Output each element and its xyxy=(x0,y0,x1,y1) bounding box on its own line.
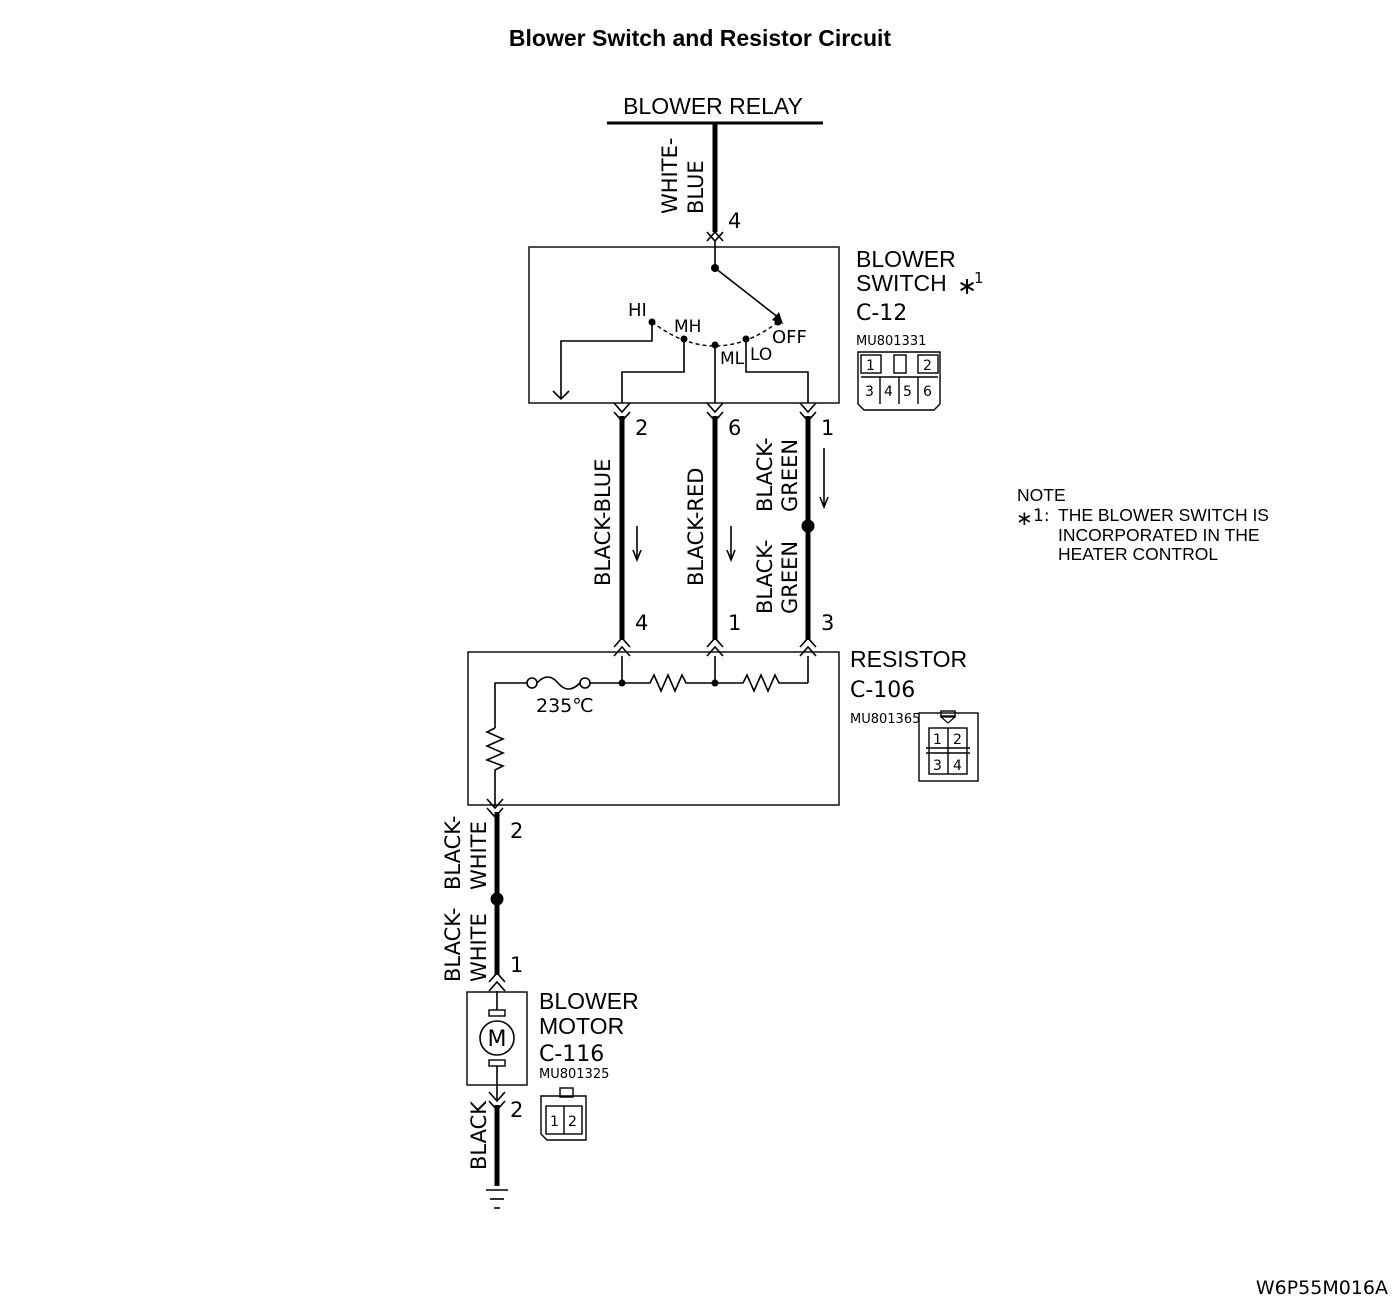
motor-icon xyxy=(479,1020,515,1056)
switch-pin-6-label: 6 xyxy=(728,416,741,440)
switch-connector-face xyxy=(857,351,941,411)
connector-marks-motor-top xyxy=(488,971,506,992)
hi-internal-lead xyxy=(560,322,653,399)
resistor-box xyxy=(467,651,840,806)
motor-brush xyxy=(488,1059,506,1067)
switch-name-1: BLOWER xyxy=(856,246,956,272)
thermal-fuse-terminal xyxy=(579,677,591,689)
mh-internal-lead xyxy=(621,339,685,403)
relay-label: BLOWER RELAY xyxy=(623,93,803,119)
switch-note-star: ∗ xyxy=(957,272,977,300)
splice-point xyxy=(490,892,504,906)
relay-pin-label: 4 xyxy=(728,209,741,233)
position-off-label: OFF xyxy=(772,327,807,348)
figure-code: W6P55M016A xyxy=(1256,1277,1388,1299)
switch-pin-2-label: 2 xyxy=(635,416,648,440)
switch-name-2: SWITCH xyxy=(856,270,947,296)
wire-color-lower-1: BLACK- xyxy=(753,540,777,614)
fuse-lead xyxy=(494,682,527,728)
relay-wire-color-1: WHITE- xyxy=(658,138,682,214)
wire-color-lower-2: WHITE xyxy=(467,913,491,982)
note-heading: NOTE xyxy=(1017,485,1066,505)
fuse-temperature-label: 235℃ xyxy=(536,695,594,717)
ground-icon xyxy=(486,1189,508,1209)
motor-symbol: M xyxy=(488,1027,507,1052)
motor-pin-2-label: 2 xyxy=(510,1098,523,1122)
thermal-fuse-terminal xyxy=(526,677,538,689)
lo-internal-lead xyxy=(745,339,809,403)
switch-pin-label: 6 xyxy=(923,384,932,400)
motor-pin-label: 1 xyxy=(550,1114,559,1130)
motor-connector-id: C-116 xyxy=(539,1042,604,1067)
resistor-element-1 xyxy=(622,673,715,693)
switch-pin-label: 2 xyxy=(923,358,932,374)
position-hi-label: HI xyxy=(628,300,647,321)
wire-color-lower-1: BLACK- xyxy=(441,908,465,982)
resistor-pin-label: 2 xyxy=(953,732,962,748)
switch-pin-label: 4 xyxy=(884,384,893,400)
resistor-connector-id: C-106 xyxy=(850,678,915,703)
current-flow-arrows xyxy=(632,448,829,563)
switch-pin-1-label: 1 xyxy=(821,416,834,440)
motor-pin-label: 2 xyxy=(568,1114,577,1130)
connector-mark xyxy=(706,231,724,243)
resistor-pin-label: 1 xyxy=(933,732,942,748)
wire-color-upper-2: WHITE xyxy=(467,821,491,890)
note-line-1: THE BLOWER SWITCH IS xyxy=(1058,505,1269,525)
blower-switch-box xyxy=(528,246,840,404)
switch-pin-label: 5 xyxy=(903,384,912,400)
relay-wire-color-2: BLUE xyxy=(684,160,708,214)
wire-color-upper-1: BLACK- xyxy=(753,438,777,512)
resistor-part-number: MU801365 xyxy=(850,712,920,727)
switch-connector-id: C-12 xyxy=(856,301,907,326)
contact-off xyxy=(774,318,782,326)
switch-note-ref: 1 xyxy=(974,269,984,287)
resistor-pin-2-label: 2 xyxy=(510,819,523,843)
position-lo-label: LO xyxy=(750,345,772,365)
motor-pin-1-label: 1 xyxy=(510,953,523,977)
wire-color-upper-1: BLACK- xyxy=(441,816,465,890)
splice-point xyxy=(801,519,815,533)
thermal-fuse-icon xyxy=(536,676,581,690)
resistor-element-2 xyxy=(715,673,808,693)
diagram-title: Blower Switch and Resistor Circuit xyxy=(509,25,891,51)
switch-pin-label: 1 xyxy=(866,358,875,374)
note-ref: 1: xyxy=(1033,506,1050,526)
motor-brush xyxy=(488,1009,506,1017)
connector-mark xyxy=(706,230,724,242)
resistor-element-3 xyxy=(484,727,505,806)
note-line-3: HEATER CONTROL xyxy=(1058,544,1218,564)
motor-part-number: MU801325 xyxy=(539,1067,609,1082)
resistor-connector-face xyxy=(918,710,979,782)
switch-blade xyxy=(714,267,780,319)
wire-color-black-red: BLACK-RED xyxy=(684,468,708,586)
resistor-pin-label: 3 xyxy=(933,758,942,774)
wire-color-black: BLACK xyxy=(467,1100,491,1170)
wire-color-black-blue: BLACK-BLUE xyxy=(591,459,615,586)
motor-name-1: BLOWER xyxy=(539,988,639,1014)
connector-marks-resistor-top xyxy=(613,636,817,657)
resistor-name: RESISTOR xyxy=(850,646,967,672)
hi-lead-arrow xyxy=(552,390,570,401)
resistor-pin-3-label: 3 xyxy=(821,611,834,635)
position-ml-label: ML xyxy=(720,349,745,369)
note-line-2: INCORPORATED IN THE xyxy=(1058,525,1260,545)
wire-color-upper-2: GREEN xyxy=(778,439,802,512)
switch-position-arc xyxy=(651,321,779,347)
motor-connector-face xyxy=(540,1087,587,1141)
motor-name-2: MOTOR xyxy=(539,1013,624,1039)
switch-part-number: MU801331 xyxy=(856,334,926,349)
resistor-pin-4-label: 4 xyxy=(635,611,648,635)
switch-pin-label: 3 xyxy=(865,384,874,400)
resistor-pin-1-label: 1 xyxy=(728,611,741,635)
note-star: ∗ xyxy=(1016,506,1033,530)
position-mh-label: MH xyxy=(674,317,701,337)
wire-color-lower-2: GREEN xyxy=(778,541,802,614)
resistor-pin-label: 4 xyxy=(953,758,962,774)
